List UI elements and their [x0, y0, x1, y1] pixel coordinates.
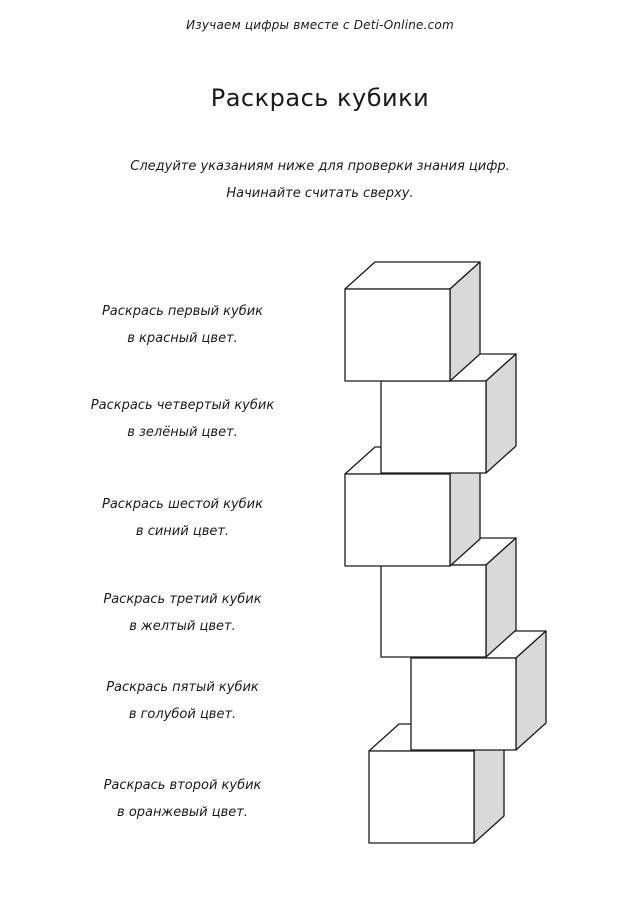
- task-5-line-1: Раскрась пятый кубик: [106, 680, 259, 695]
- task-2-line-2: в зелёный цвет.: [127, 425, 238, 440]
- task-2-line-1: Раскрась четвертый кубик: [90, 398, 275, 413]
- page-title: Раскрась кубики: [210, 84, 430, 112]
- task-1-line-1: Раскрась первый кубик: [101, 304, 264, 319]
- cube-1: [344, 261, 481, 382]
- instructions: Следуйте указаниям ниже для проверки зна…: [0, 153, 640, 207]
- task-1: Раскрась первый кубик в красный цвет.: [60, 298, 305, 352]
- cube-3-front-face: [344, 473, 451, 567]
- site-header-line: Изучаем цифры вместе с Deti-Online.com: [186, 18, 454, 32]
- task-5-line-2: в голубой цвет.: [128, 707, 237, 722]
- task-5: Раскрась пятый кубик в голубой цвет.: [60, 674, 305, 728]
- task-4: Раскрась третий кубик в желтый цвет.: [60, 586, 305, 640]
- task-6-line-2: в оранжевый цвет.: [117, 805, 248, 820]
- task-1-line-2: в красный цвет.: [127, 331, 238, 346]
- instruction-line-1: Следуйте указаниям ниже для проверки зна…: [130, 159, 510, 174]
- cube-1-front-face: [344, 288, 451, 382]
- task-2: Раскрась четвертый кубик в зелёный цвет.: [60, 392, 305, 446]
- cube-2-front-face: [380, 380, 487, 474]
- cube-6-front-face: [368, 750, 475, 844]
- task-6: Раскрась второй кубик в оранжевый цвет.: [60, 772, 305, 826]
- task-6-line-1: Раскрась второй кубик: [103, 778, 262, 793]
- task-3: Раскрась шестой кубик в синий цвет.: [60, 491, 305, 545]
- cube-4-front-face: [380, 564, 487, 658]
- instruction-line-2: Начинайте считать сверху.: [226, 186, 414, 201]
- task-3-line-2: в синий цвет.: [135, 524, 230, 539]
- task-4-line-1: Раскрась третий кубик: [103, 592, 262, 607]
- task-3-line-1: Раскрась шестой кубик: [102, 497, 263, 512]
- task-4-line-2: в желтый цвет.: [129, 619, 236, 634]
- cube-5-front-face: [410, 657, 517, 751]
